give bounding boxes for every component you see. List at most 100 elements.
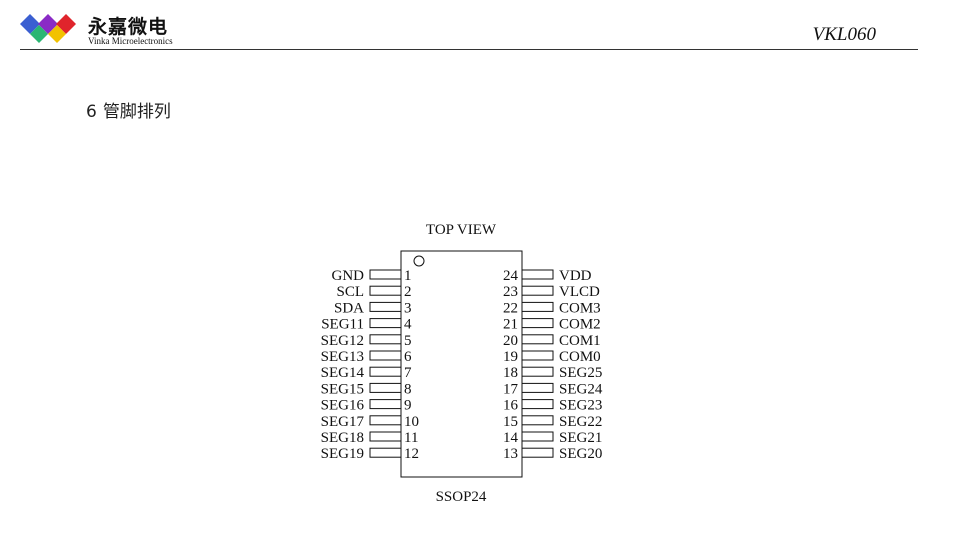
pin-name: SEG25 (559, 365, 602, 381)
pin-lead (369, 350, 402, 361)
pin-name: COM0 (559, 349, 601, 365)
pin-lead (521, 269, 554, 280)
chip-body (400, 250, 523, 478)
pin-name: SEG11 (321, 317, 364, 333)
pin-name: SCL (336, 284, 364, 300)
pin-lead (521, 350, 554, 361)
pin-number: 4 (404, 317, 412, 333)
pin-number: 13 (503, 446, 518, 462)
pin-20: COM1 20 (503, 333, 601, 349)
pin-name: SEG16 (321, 398, 365, 414)
pin-lead (369, 285, 402, 296)
section-title: 管脚排列 (102, 102, 171, 122)
pin-number: 17 (503, 381, 519, 397)
pin-number: 23 (503, 284, 518, 300)
pin-name: SEG19 (321, 446, 364, 462)
pin-number: 20 (503, 333, 518, 349)
pin-lead (521, 382, 554, 393)
pin-lead (369, 431, 402, 442)
package-label: SSOP24 (436, 489, 487, 505)
pin-lead (521, 431, 554, 442)
pin-lead (521, 447, 554, 458)
pin-19: COM0 19 (503, 349, 601, 365)
pin-12: SEG19 12 (321, 446, 419, 462)
pin-11: SEG18 11 (321, 430, 419, 446)
company-name-cn: 永嘉微电 (88, 16, 169, 38)
pin-number: 7 (404, 365, 412, 381)
vinka-logo-icon (20, 14, 76, 43)
document-title: VKL060 (812, 24, 876, 45)
pin-name: SEG15 (321, 381, 364, 397)
header-rule (20, 49, 918, 50)
pin-16: SEG23 16 (503, 398, 602, 414)
pin-name: GND (332, 268, 365, 284)
pin-lead (369, 382, 402, 393)
page-header: 永嘉微电 Vinka Microelectronics VKL060 (0, 0, 971, 60)
pin-5: SEG12 5 (321, 333, 412, 349)
pin-number: 16 (503, 398, 519, 414)
pin-number: 19 (503, 349, 518, 365)
pin-lead (521, 285, 554, 296)
pin-name: VDD (559, 268, 592, 284)
pin-lead (369, 318, 402, 329)
pin-name: SEG18 (321, 430, 364, 446)
pin-number: 5 (404, 333, 412, 349)
pin-name: SEG17 (321, 414, 365, 430)
pin-14: SEG21 14 (503, 430, 602, 446)
pin-number: 11 (404, 430, 418, 446)
pin-number: 8 (404, 381, 412, 397)
pin-24: VDD 24 (503, 268, 592, 284)
pin-lead (521, 318, 554, 329)
pin-lead (369, 366, 402, 377)
pin-number: 9 (404, 398, 412, 414)
pin-name: SEG22 (559, 414, 602, 430)
pin-number: 6 (404, 349, 412, 365)
pin-lead (369, 399, 402, 410)
pin-lead (521, 334, 554, 345)
pin-lead (369, 301, 402, 312)
pin-name: SEG14 (321, 365, 365, 381)
pin-name: SEG21 (559, 430, 602, 446)
pin-number: 14 (503, 430, 519, 446)
pin-name: COM3 (559, 300, 601, 316)
pin-lead (521, 366, 554, 377)
pin-name: SEG12 (321, 333, 364, 349)
pin-name: SEG20 (559, 446, 602, 462)
pin-name: VLCD (559, 284, 600, 300)
pin-21: COM2 21 (503, 317, 601, 333)
pin-lead (369, 334, 402, 345)
pin-lead (521, 301, 554, 312)
pin-lead (369, 269, 402, 280)
pin-10: SEG17 10 (321, 414, 419, 430)
pin-lead (369, 415, 402, 426)
pin-name: COM2 (559, 317, 601, 333)
pin1-marker (413, 255, 425, 267)
pin-number: 12 (404, 446, 419, 462)
pin-number: 3 (404, 300, 412, 316)
pin-13: SEG20 13 (503, 446, 602, 462)
pin-8: SEG15 8 (321, 381, 412, 397)
pin-number: 24 (503, 268, 519, 284)
pin-name: SEG13 (321, 349, 364, 365)
pin-lead (521, 415, 554, 426)
pin-23: VLCD 23 (503, 284, 600, 300)
pin-name: SEG23 (559, 398, 602, 414)
pin-lead (369, 447, 402, 458)
right-pin-column: VDD24VLCD23COM322COM221COM120COM019SEG25… (503, 268, 603, 462)
top-view-label: TOP VIEW (426, 222, 497, 238)
pin-number: 10 (404, 414, 419, 430)
pin-number: 18 (503, 365, 518, 381)
pin-18: SEG25 18 (503, 365, 602, 381)
pin-lead (521, 399, 554, 410)
pin-name: COM1 (559, 333, 601, 349)
pin-number: 21 (503, 317, 518, 333)
section-number: 6 (86, 102, 97, 122)
